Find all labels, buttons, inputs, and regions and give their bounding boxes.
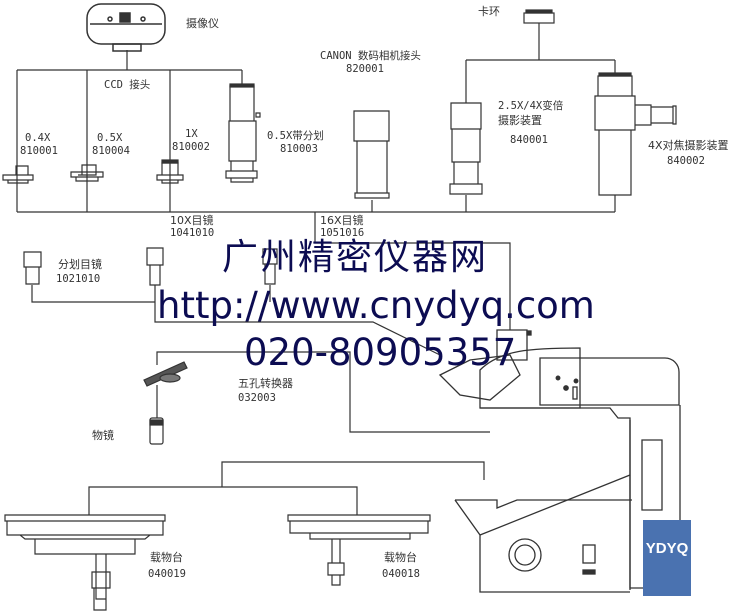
adapter-mag: 0.4X [25,132,51,144]
stage-code: 040019 [148,568,186,580]
adapter-mag: 1X [185,128,198,140]
objective-icon [149,417,164,445]
camera-label: 摄像仪 [186,17,219,30]
clamp-ring-label: 卡环 [478,5,500,18]
zoom-photo-device-icon [449,102,483,195]
nosepiece-code: 032003 [238,392,276,404]
clamp-ring-icon [523,9,555,24]
eyepiece-label: 10X目镜 [170,214,214,227]
nosepiece-icon [143,361,188,387]
connector-lines [16,23,616,515]
eyepiece-label: 分划目镜 [58,258,102,271]
adapter-code: 810001 [20,145,58,157]
ccd-adapter-label: CCD 接头 [104,79,151,91]
zoom-photo-label: 2.5X/4X变倍 [498,100,564,112]
eyepiece-code: 1051016 [320,227,365,239]
canon-adapter-code: 820001 [346,63,384,75]
focus-photo-code: 840002 [667,155,705,167]
focus-photo-label: 4X对焦摄影装置 [648,139,729,152]
adapter-code: 810003 [280,143,318,155]
logo-text: YDYQ [645,540,689,557]
adapter-mag: 0.5X带分划 [267,130,324,142]
canon-adapter-icon [353,110,390,199]
stage-label: 载物台 [384,551,417,564]
stage-icon-040018 [287,514,431,586]
stage-code: 040018 [382,568,420,580]
stage-icon-040019 [4,514,166,611]
nosepiece-label: 五孔转换器 [238,377,293,390]
focus-photo-device-icon [594,72,677,196]
zoom-photo-code: 840001 [510,134,548,146]
watermark-name: 广州精密仪器网 [222,237,489,278]
objective-label: 物镜 [92,429,114,442]
watermark-url: http://www.cnydyq.com [157,284,595,327]
canon-adapter-label: CANON 数码相机接头 [320,50,421,62]
camera-icon [86,3,166,52]
eyepiece-code: 1041010 [170,227,215,239]
eyepiece-icons [23,247,278,286]
stage-label: 载物台 [150,551,183,564]
adapter-code: 810004 [92,145,130,157]
adapter-icons [2,83,261,184]
ydyq-logo: YDYQ [643,520,691,596]
eyepiece-code: 1021010 [56,273,101,285]
adapter-mag: 0.5X [97,132,123,144]
watermark-phone: 020-80905357 [244,331,517,374]
adapter-code: 810002 [172,141,210,153]
zoom-photo-label-2: 摄影装置 [498,114,542,127]
eyepiece-label: 16X目镜 [320,214,364,227]
